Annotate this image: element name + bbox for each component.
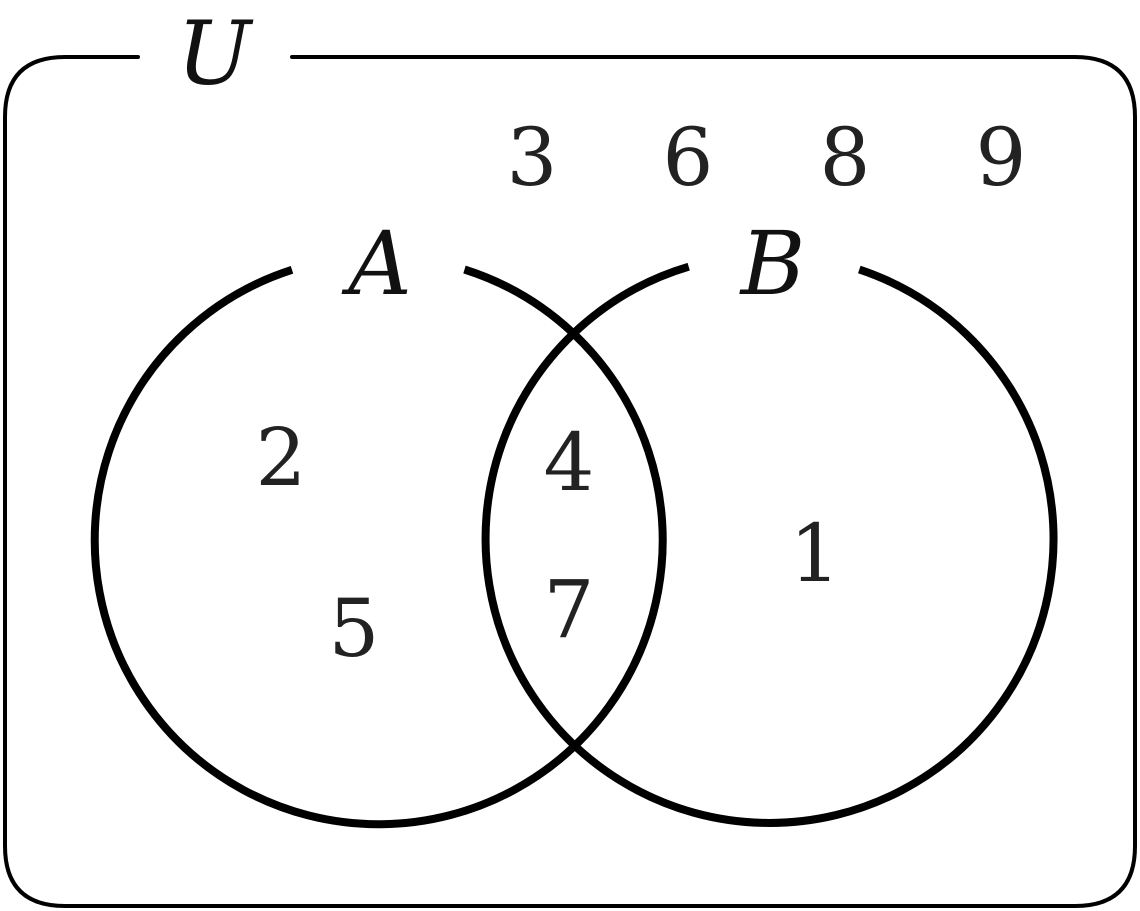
universe-element: 9 (976, 111, 1027, 204)
universe-element: 3 (507, 111, 558, 204)
set-b-circle (481, 262, 1058, 827)
set-b-element: 1 (790, 507, 841, 600)
universe-element: 8 (820, 111, 871, 204)
set-a-element: 5 (329, 582, 380, 675)
universe-label: U (177, 2, 254, 105)
set-a-label: A (341, 212, 412, 315)
intersection-element: 4 (544, 416, 595, 509)
set-a-circle (90, 265, 667, 829)
set-b-label: B (739, 212, 806, 315)
universe-border (3, 55, 1137, 908)
set-a-element: 2 (256, 411, 307, 504)
intersection-element: 7 (544, 563, 595, 656)
universe-element: 6 (663, 111, 714, 204)
